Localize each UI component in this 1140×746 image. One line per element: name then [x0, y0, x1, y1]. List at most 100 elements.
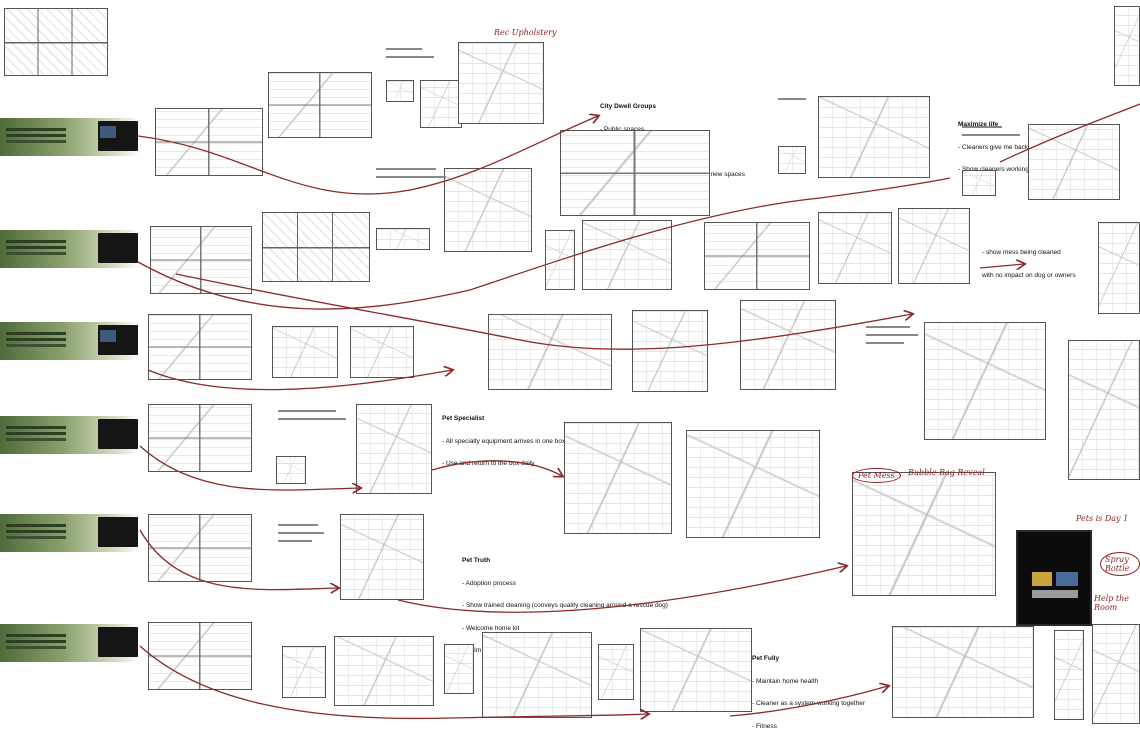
storyboard-frame[interactable]: [282, 646, 326, 698]
note-line: - Public spaces: [600, 125, 645, 133]
handwritten-label: Help the Room: [1094, 594, 1130, 612]
storyboard-frame[interactable]: [148, 314, 252, 380]
storyboard-frame[interactable]: [704, 222, 810, 290]
concept-card-2[interactable]: [0, 230, 140, 268]
concept-card-1[interactable]: [0, 118, 140, 156]
card-text: [6, 332, 66, 335]
card-thumbnail-secondary: [100, 330, 116, 342]
card-thumbnail-secondary: [100, 126, 116, 138]
storyboard-frame[interactable]: [155, 108, 263, 176]
storyboard-frame[interactable]: [444, 644, 474, 694]
caption-scribble: [278, 532, 324, 534]
concept-card-3[interactable]: [0, 322, 140, 360]
storyboard-frame[interactable]: [640, 628, 752, 712]
storyboard-frame[interactable]: [560, 130, 710, 216]
caption-scribble: [866, 334, 918, 336]
storyboard-frame[interactable]: [1092, 624, 1140, 724]
caption-scribble: [278, 524, 318, 526]
storyboard-frame[interactable]: [962, 170, 996, 196]
caption-scribble: [386, 48, 422, 50]
note-pet-fully: Pet Fully - Maintain home health - Clean…: [752, 640, 865, 745]
note-line: - Fitness: [752, 722, 777, 730]
note-title: City Dwell Groups: [600, 103, 656, 110]
handwritten-circle-label: Spray Bottle: [1100, 552, 1140, 576]
storyboard-frame[interactable]: [444, 168, 532, 252]
storyboard-frame[interactable]: [148, 514, 252, 582]
note-line: with no impact on dog or owners: [982, 271, 1076, 279]
handwritten-label: Pets is Day 1: [1076, 514, 1129, 523]
storyboard-frame[interactable]: [150, 226, 252, 294]
storyboard-frame[interactable]: [276, 456, 306, 484]
storyboard-frame[interactable]: [778, 146, 806, 174]
storyboard-frame[interactable]: [564, 422, 672, 534]
card-text: [6, 524, 66, 527]
storyboard-frame[interactable]: [740, 300, 836, 390]
storyboard-frame[interactable]: [272, 326, 338, 378]
caption-scribble: [376, 176, 446, 178]
note-line: - Show trained cleaning (conveys quality…: [462, 602, 668, 609]
caption-scribble: [866, 342, 904, 344]
concept-card-4[interactable]: [0, 416, 140, 454]
storyboard-frame[interactable]: [334, 636, 434, 706]
handwritten-caption: Bubble Bag Reveal: [908, 468, 985, 477]
caption-scribble: [962, 134, 1020, 136]
storyboard-frame[interactable]: [386, 80, 414, 102]
storyboard-frame[interactable]: [268, 72, 372, 138]
note-line: - Adoption process: [462, 579, 516, 587]
note-title: Pet Truth: [462, 557, 491, 564]
storyboard-frame[interactable]: [1054, 630, 1084, 720]
caption-scribble: [376, 168, 436, 170]
storyboard-frame[interactable]: [340, 514, 424, 600]
storyboard-frame[interactable]: [545, 230, 575, 290]
handwritten-circle-label: Pet Mess: [852, 468, 901, 483]
note-line: - show mess being cleaned: [982, 249, 1061, 256]
caption-scribble: [278, 418, 346, 420]
note-pet-specialist: Pet Specialist - All specialty equipment…: [442, 400, 565, 483]
storyboard-frame[interactable]: [632, 310, 708, 392]
storyboard-frame[interactable]: [686, 430, 820, 538]
concept-card-5[interactable]: [0, 514, 140, 552]
card-thumbnail: [98, 419, 138, 449]
card-thumbnail: [98, 233, 138, 263]
note-line: - Cleaner as a system working together: [752, 700, 866, 707]
storyboard-frame[interactable]: [356, 404, 432, 494]
storyboard-frame[interactable]: [1098, 222, 1140, 314]
tablet-screen-tile: [1032, 572, 1052, 586]
caption-scribble: [386, 56, 434, 58]
storyboard-frame[interactable]: [892, 626, 1034, 718]
storyboard-frame[interactable]: [376, 228, 430, 250]
storyboard-frame[interactable]: [148, 622, 252, 690]
storyboard-frame[interactable]: [598, 644, 634, 700]
note-title: Maximize life: [958, 121, 999, 128]
storyboard-frame[interactable]: [924, 322, 1046, 440]
storyboard-frame[interactable]: [488, 314, 612, 390]
storyboard-frame[interactable]: [1068, 340, 1140, 480]
storyboard-frame[interactable]: [898, 208, 970, 284]
storyboard-frame[interactable]: [420, 80, 462, 128]
note-line: - Use and return to the box daily: [442, 460, 535, 467]
storyboard-frame[interactable]: [262, 212, 370, 282]
tablet-screen-tile: [1056, 572, 1078, 586]
note-title: Pet Fully: [752, 655, 780, 662]
reference-sheet[interactable]: [4, 8, 108, 76]
storyboard-frame[interactable]: [458, 42, 544, 124]
storyboard-frame[interactable]: [818, 212, 892, 284]
storyboard-frame[interactable]: [1114, 6, 1140, 86]
storyboard-frame[interactable]: [350, 326, 414, 378]
tablet-screen-bar: [1032, 590, 1078, 598]
caption-scribble: [278, 410, 336, 412]
storyboard-frame[interactable]: [818, 96, 930, 178]
storyboard-frame[interactable]: [582, 220, 672, 290]
card-thumbnail: [98, 627, 138, 657]
note-line: - Welcome home kit: [462, 624, 520, 632]
storyboard-frame[interactable]: [1028, 124, 1120, 200]
caption-scribble: [278, 540, 312, 542]
storyboard-frame[interactable]: [482, 632, 592, 718]
storyboard-frame[interactable]: [148, 404, 252, 472]
concept-card-6[interactable]: [0, 624, 140, 662]
note-title: Pet Specialist: [442, 415, 485, 422]
card-text: [6, 128, 66, 131]
storyboard-frame[interactable]: [852, 472, 996, 596]
tablet-mockup[interactable]: [1016, 530, 1092, 626]
